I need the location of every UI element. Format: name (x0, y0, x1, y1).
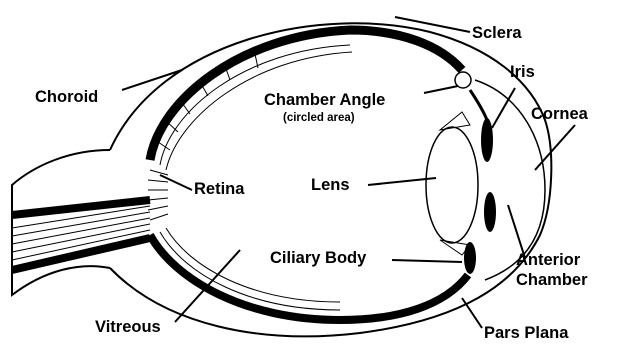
lens-zonule-top (440, 112, 470, 130)
label-chamber: Chamber (516, 271, 588, 289)
label-sclera: Sclera (472, 24, 522, 42)
label-iris: Iris (510, 63, 535, 81)
optic-nerve-sheath (12, 150, 110, 295)
iris-lower (484, 192, 496, 232)
label-chamber-angle-note: (circled area) (283, 112, 355, 124)
label-anterior: Anterior (516, 251, 581, 269)
lens-shape (426, 127, 478, 243)
label-ciliary-body: Ciliary Body (270, 249, 367, 267)
iris-connector (470, 90, 487, 120)
label-pars-plana: Pars Plana (484, 324, 569, 342)
iris-upper (481, 118, 493, 162)
label-retina: Retina (194, 180, 245, 198)
choroid-band-lower (150, 235, 468, 320)
ciliary-body-shape (464, 242, 476, 274)
label-vitreous: Vitreous (95, 318, 161, 336)
label-lens: Lens (311, 176, 350, 194)
label-chamber-angle: Chamber Angle (264, 91, 385, 109)
label-cornea: Cornea (531, 105, 589, 123)
label-choroid: Choroid (35, 88, 98, 106)
